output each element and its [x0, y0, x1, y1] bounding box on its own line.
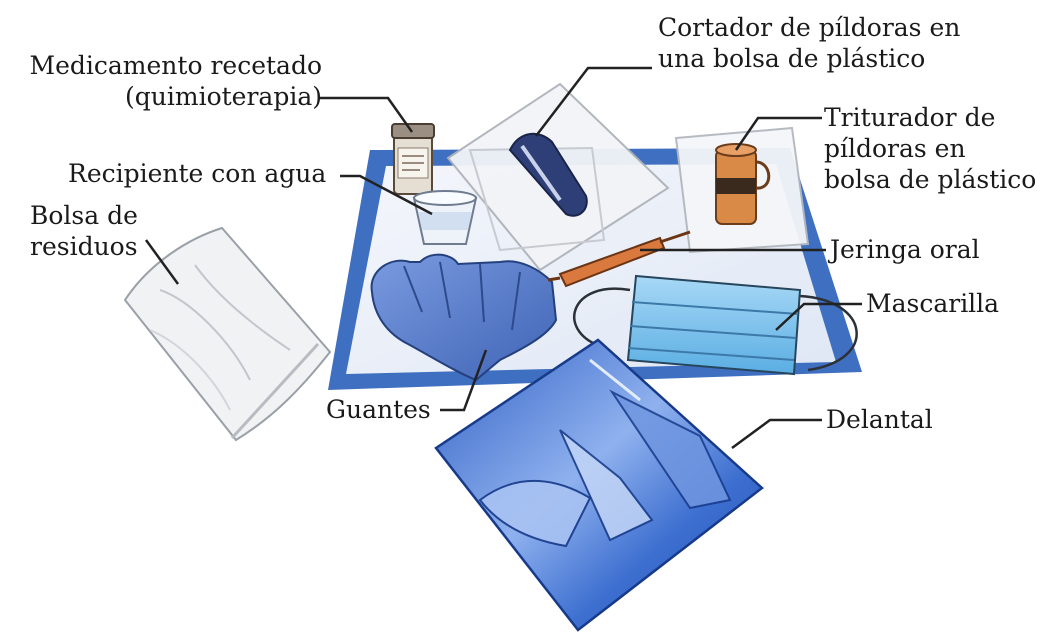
water-cup [412, 190, 478, 245]
label-syringe-line-1: Jeringa oral [830, 235, 980, 264]
label-waste-bag-line-2: residuos [30, 232, 138, 261]
waste-bag [123, 226, 332, 442]
label-water-container-line-1: Recipiente con agua [68, 159, 327, 188]
label-medication-line-1: Medicamento recetado [29, 51, 323, 80]
label-pill-cutter-line-1: Cortador de píldoras en [658, 13, 961, 42]
leader-water [340, 174, 433, 216]
leader-gloves [440, 349, 488, 412]
leader-lines [144, 66, 862, 450]
label-medication-line-2: (quimioterapia) [125, 82, 322, 111]
label-crusher-line-3: bolsa de plástico [824, 165, 1037, 194]
mask [573, 274, 858, 376]
oral-syringe [547, 230, 691, 288]
label-apron-line-1: Delantal [826, 405, 933, 434]
label-water-container: Recipiente con agua [68, 158, 326, 189]
label-crusher: Triturador de píldoras en bolsa de plást… [824, 102, 1036, 195]
label-waste-bag-line-1: Bolsa de [30, 201, 138, 230]
leader-waste-bag [144, 239, 180, 285]
label-gloves-line-1: Guantes [326, 395, 431, 424]
leader-pill-cutter [535, 66, 652, 137]
leader-apron [731, 418, 822, 450]
gloves [370, 253, 558, 382]
label-gloves: Guantes [326, 394, 431, 425]
apron [434, 338, 764, 632]
label-crusher-line-1: Triturador de [824, 103, 996, 132]
label-syringe: Jeringa oral [830, 234, 980, 265]
label-apron: Delantal [826, 404, 933, 435]
leader-mask [775, 302, 862, 331]
label-medication: Medicamento recetado (quimioterapia) [30, 50, 323, 112]
leader-medication [318, 96, 414, 133]
label-mask: Mascarilla [866, 288, 999, 319]
label-mask-line-1: Mascarilla [866, 289, 1000, 318]
label-waste-bag: Bolsa de residuos [30, 200, 138, 262]
pill-cutter [508, 132, 588, 217]
pill-crusher [715, 143, 771, 225]
label-crusher-line-2: píldoras en [824, 134, 966, 163]
medication-bottle [391, 123, 435, 195]
label-pill-cutter-line-2: una bolsa de plástico [658, 44, 926, 73]
leader-crusher [734, 116, 822, 151]
label-pill-cutter: Cortador de píldoras en una bolsa de plá… [658, 12, 960, 74]
